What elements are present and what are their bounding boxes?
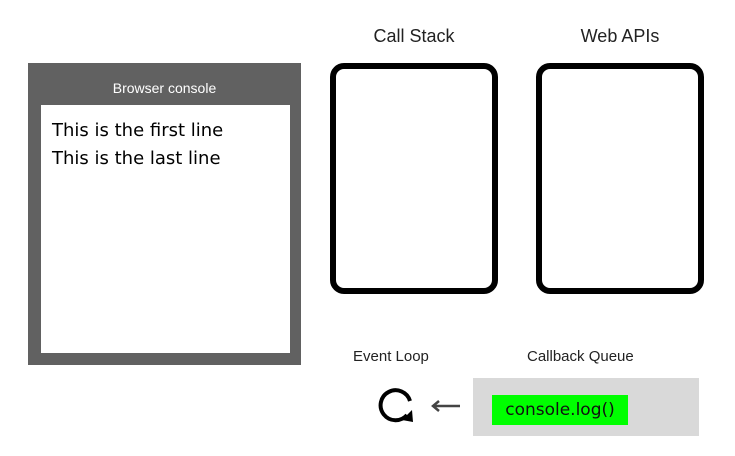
browser-console: Browser console This is the first line T…	[28, 63, 301, 365]
callback-queue-item: console.log()	[492, 395, 628, 425]
call-stack-panel	[330, 63, 498, 294]
console-output-line: This is the last line	[52, 148, 221, 169]
refresh-loop-icon	[378, 388, 413, 423]
browser-console-title: Browser console	[112, 80, 217, 96]
web-apis-label: Web APIs	[580, 26, 660, 46]
call-stack-label: Call Stack	[373, 26, 455, 46]
callback-queue-label: Callback Queue	[527, 348, 634, 365]
event-loop-label: Event Loop	[353, 348, 429, 365]
web-apis-panel	[536, 63, 704, 294]
console-output-line: This is the first line	[52, 120, 224, 141]
browser-console-output: This is the first line This is the last …	[41, 105, 290, 353]
arrow-left-icon	[431, 400, 460, 412]
callback-queue-box: console.log()	[473, 378, 699, 436]
